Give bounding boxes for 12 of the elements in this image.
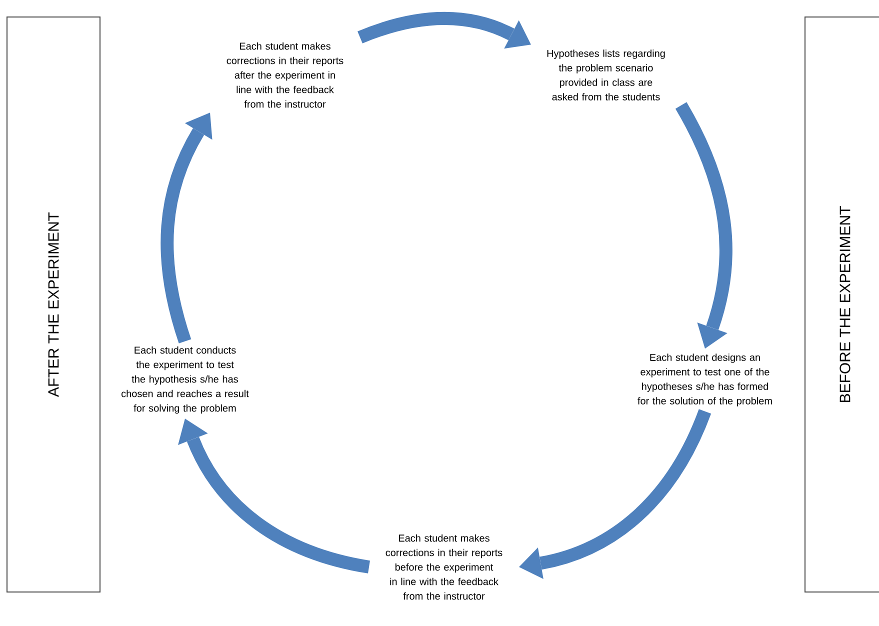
- step-text: Each student conducts the experiment to test the hypothesis s/he has chosen and reaches a result for solving the problem: [122, 346, 249, 414]
- side-panel: BEFORE THE EXPERIMENT: [804, 16, 879, 592]
- curved-arrow: [160, 112, 212, 344]
- side-panel: AFTER THE EXPERIMENT: [6, 16, 100, 592]
- curved-arrow: [675, 102, 732, 349]
- curved-arrow: [358, 12, 531, 49]
- curved-arrow: [519, 408, 712, 579]
- step-text: Each student makes corrections in their reports after the experiment in line with the feedback from the instructor: [226, 42, 344, 108]
- step-text: Each student makes corrections in their reports before the experiment in line with the feedback from the instructor: [386, 534, 502, 600]
- curved-arrow: [178, 418, 370, 574]
- step-text: Each student designs an experiment to test one of the hypotheses s/he has formed for the solution of the problem: [638, 354, 772, 406]
- step-text: Hypotheses lists regarding the problem scenario provided in class are asked from the students: [547, 50, 665, 100]
